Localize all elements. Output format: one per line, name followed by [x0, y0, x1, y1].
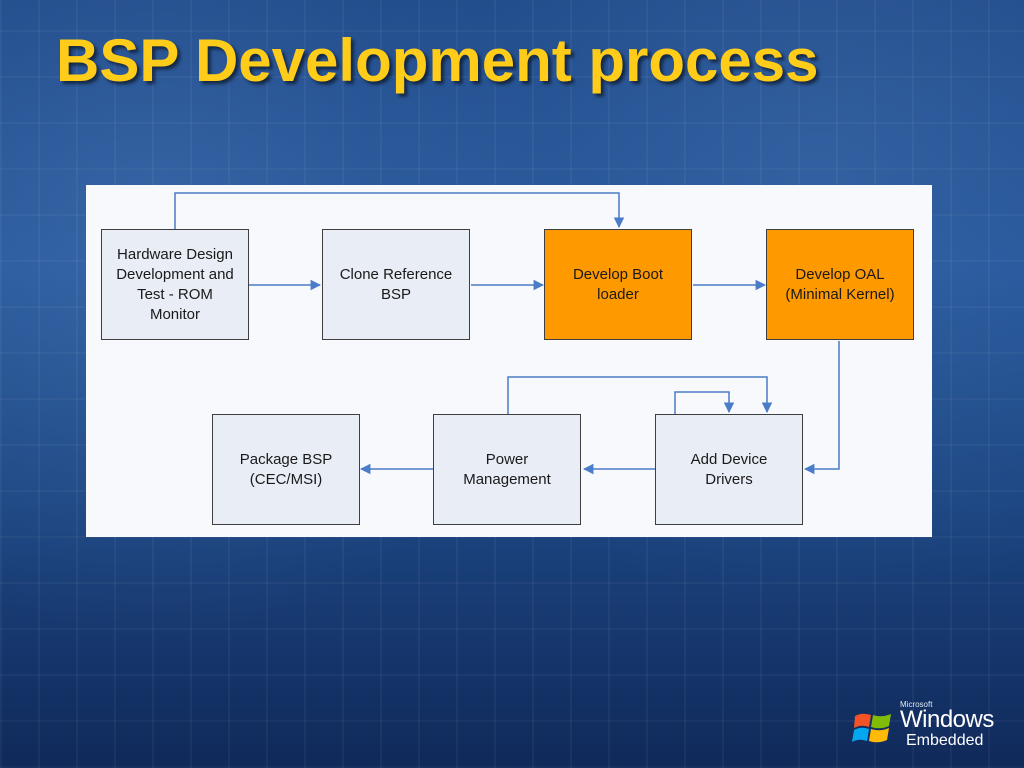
box-develop-boot-loader: Develop Boot loader — [544, 229, 692, 340]
windows-embedded-logo: Microsoft Windows Embedded — [852, 700, 1012, 756]
box-power-management: Power Management — [433, 414, 581, 525]
diagram-panel: Hardware Design Development and Test - R… — [86, 185, 932, 537]
box-package-bsp: Package BSP (CEC/MSI) — [212, 414, 360, 525]
box-add-device-drivers: Add Device Drivers — [655, 414, 803, 525]
edge-drivers-loop — [674, 391, 735, 414]
edge-hardware-bootloader — [174, 192, 625, 229]
box-hardware-design: Hardware Design Development and Test - R… — [101, 229, 249, 340]
diagram-connectors — [174, 192, 840, 475]
logo-windows-text: Windows — [900, 706, 994, 733]
edge-oal-drivers — [803, 341, 840, 475]
box-clone-reference-bsp: Clone Reference BSP — [322, 229, 470, 340]
logo-microsoft-text: Microsoft — [900, 700, 933, 709]
windows-flag-icon — [852, 713, 891, 743]
edge-power-drivers — [507, 376, 773, 414]
logo-embedded-text: Embedded — [906, 732, 984, 749]
box-develop-oal: Develop OAL (Minimal Kernel) — [766, 229, 914, 340]
slide-title: BSP Development process — [56, 27, 819, 94]
